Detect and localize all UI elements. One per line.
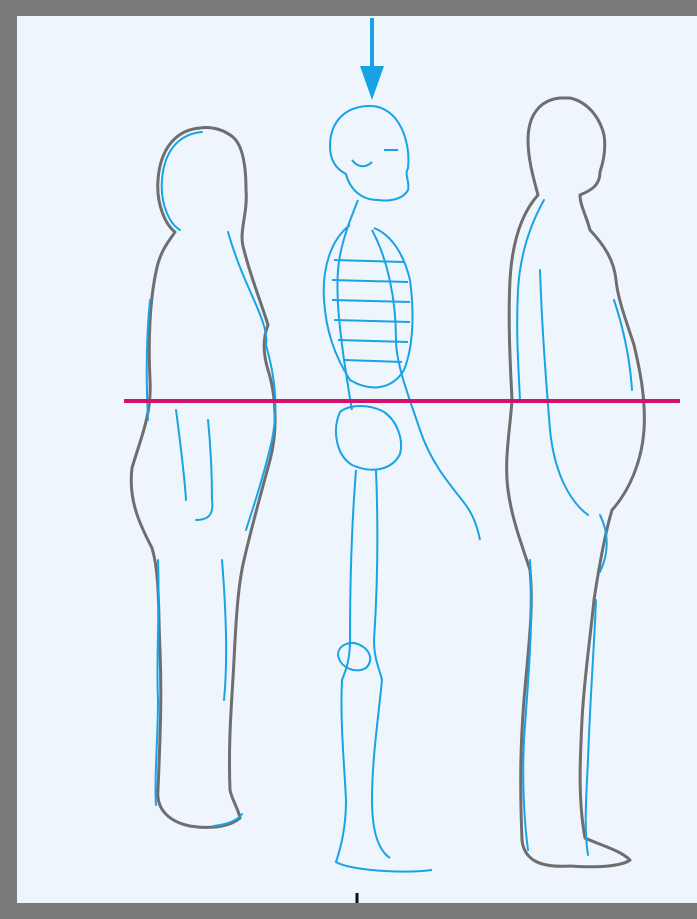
pelvis: [336, 406, 401, 470]
leg-bones: [336, 470, 432, 872]
man-silhouette: [507, 98, 645, 867]
woman-silhouette: [131, 127, 275, 827]
skull: [330, 106, 408, 201]
woman-blue-outline: [147, 132, 276, 826]
spine: [337, 200, 358, 410]
man-gray-outline: [507, 98, 645, 867]
woman-gray-outline: [131, 127, 275, 827]
man-blue-outline: [517, 200, 632, 855]
skeleton: [324, 106, 480, 872]
kneecap: [338, 643, 370, 670]
down-arrow-icon: [360, 18, 384, 100]
